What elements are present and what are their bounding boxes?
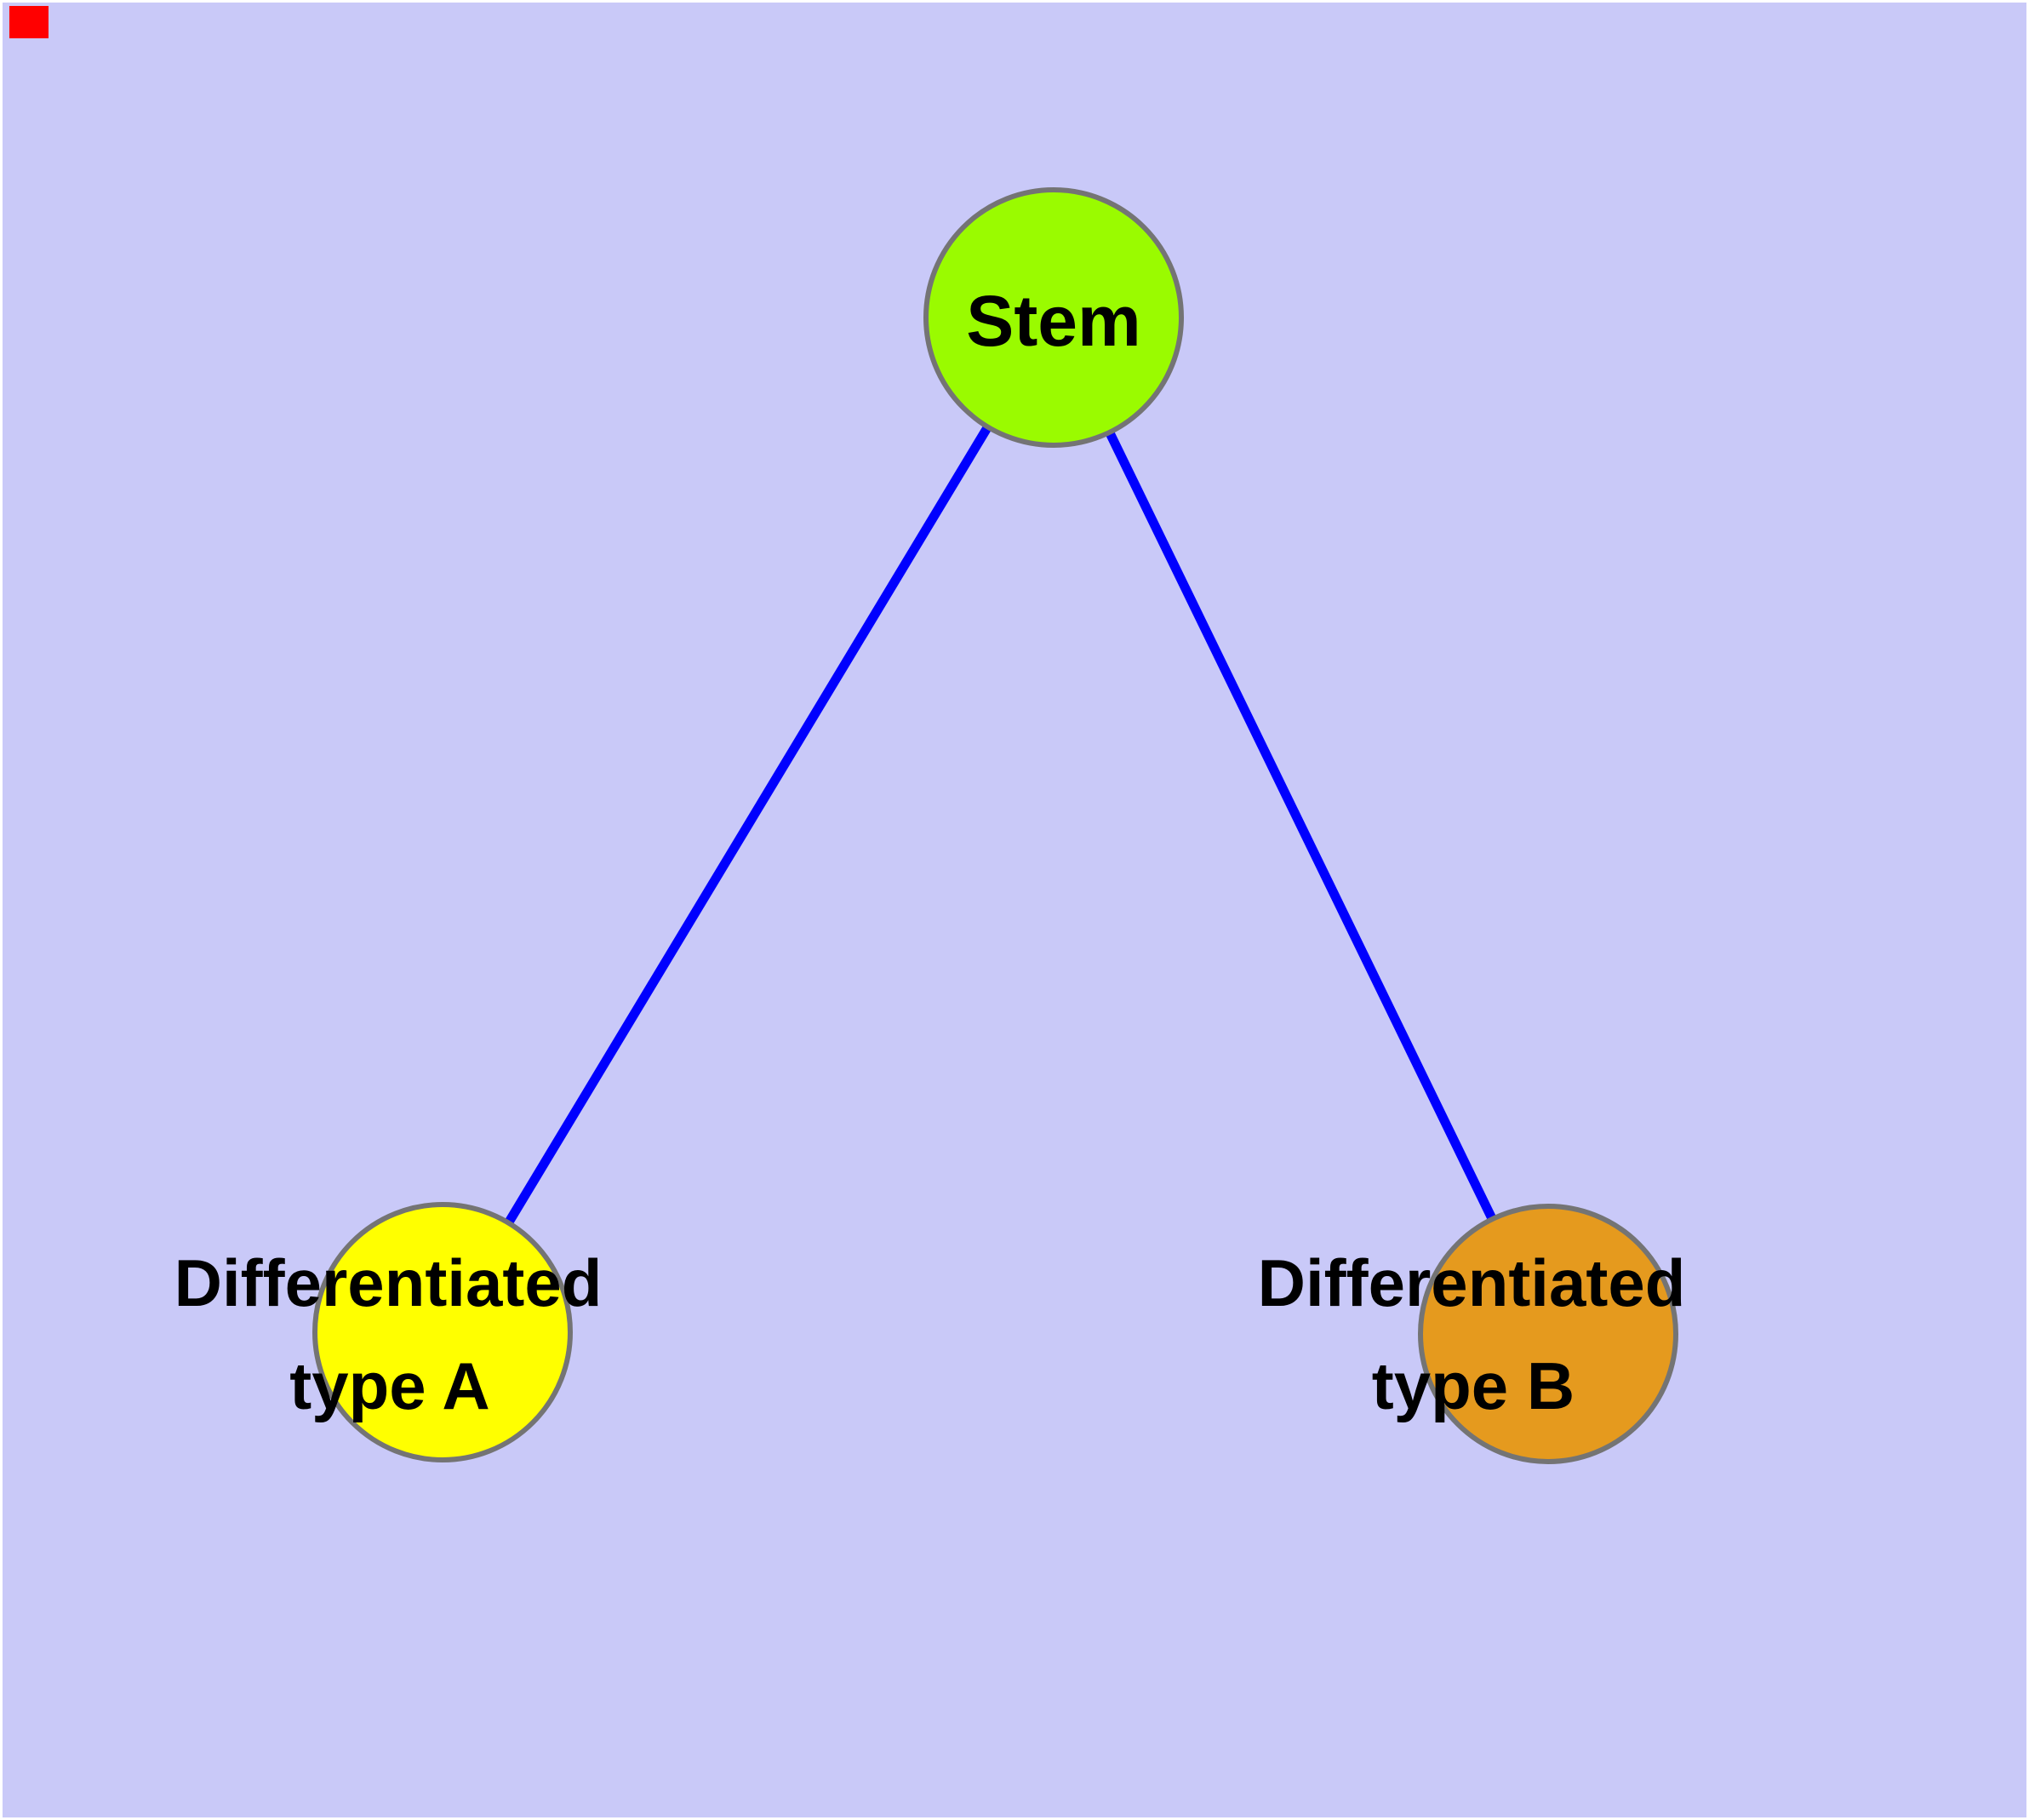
red-marker [9, 6, 49, 38]
node-type-b-label-line2: type B [1372, 1348, 1575, 1423]
node-differentiated-type-b [1418, 1204, 1678, 1464]
node-stem [923, 187, 1184, 448]
node-type-a-label-line2: type A [289, 1348, 490, 1423]
edge-stem-to-type-b [1049, 315, 1552, 1336]
node-stem-label: Stem [966, 281, 1140, 361]
node-differentiated-type-a [312, 1202, 573, 1462]
node-type-b-label-line1: Differentiated [1258, 1245, 1686, 1320]
edge-stem-to-type-a [438, 315, 1058, 1335]
node-type-a-label-line1: Differentiated [174, 1245, 603, 1320]
